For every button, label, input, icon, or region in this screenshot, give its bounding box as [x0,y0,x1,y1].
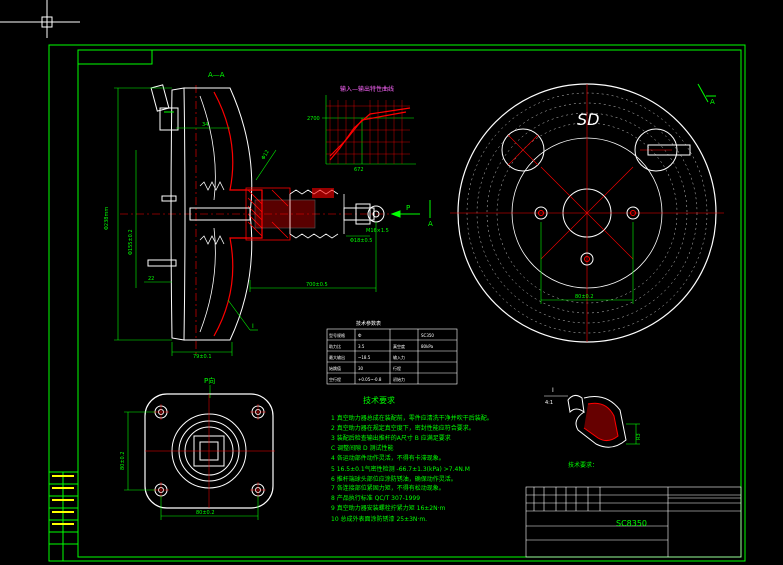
spec-cell: 输入力 [393,354,405,360]
note-tail: 技术要求： [568,461,598,469]
dim-side: 80±0.2 [120,451,126,470]
technical-notes: 技术要求 1 真空助力器总成在装配前，零件应清洗干净并吹干后装配。 2 真空助力… [331,395,493,523]
label-a: A [428,220,433,228]
note-item: 5 16.5±0.1气密性检测 -66.7±1.3(kPa) >7.4N.M [331,465,470,473]
spec-cell: 型号规格 [329,332,345,338]
side-strip-marks [52,475,74,525]
dim-34: 34 [202,122,208,128]
drawing-number: SC8350 [616,519,647,528]
detail-title: I [552,387,554,394]
note-item: 1 真空助力器总成在装配前，零件应清洗干净并吹干后装配。 [331,414,493,422]
dim-rad: R3 [636,433,642,440]
notes-title: 技术要求 [363,395,395,405]
spec-cell: ~18.5 [358,355,371,360]
sd-mark: SD [577,110,599,129]
title-block [525,486,742,558]
chart-title: 输入—输出特性曲线 [340,85,394,93]
view-arrow-a-top [697,83,716,103]
detail-seal-view: R3 [544,394,642,448]
chart-y-value: 2700 [307,116,320,122]
dim-thread: M16×1.5 [366,228,389,234]
spec-cell: 80kPa [421,344,434,349]
spec-cell: 3.5 [358,344,365,349]
dim-circle-80: 80±0.2 [575,294,594,300]
spec-cell: SC350 [421,333,434,338]
spec-table-title: 技术参数表 [356,320,381,327]
note-item: 2 真空助力器在规定真空度下，密封性能应符合要求。 [331,424,475,432]
view-arrow-p [390,200,431,218]
ucs-crosshair-icon [0,0,80,38]
note-item: 9 真空助力器安装螺栓拧紧力矩 16±2N·m [331,504,446,512]
note-item: 4 各运动部件动作灵活，不得有卡滞现象。 [331,454,445,462]
dim-700: 700±0.5 [306,282,328,288]
label-p: P [406,204,410,212]
detail-marker: I [252,323,254,330]
dim-155: Φ155±0.2 [128,229,134,255]
spec-cell: +0.05~-0.8 [358,377,382,382]
section-dimensions [114,87,377,356]
note-item: 8 产品执行标准 QC/T 307-1999 [331,494,420,502]
spec-cell: 助力比 [329,343,341,349]
spec-cell: 初始力 [393,376,405,382]
note-item: 10 总成外表面涂防锈漆 25±3N·m. [331,515,427,523]
section-title: A—A [208,71,225,79]
front-circular-view: 80±0.2 SD [450,83,724,343]
spec-table: 技术参数表 型号规格 Ф SC350 助力比 3.5 真空度 80kPa 最大输… [326,320,458,385]
note-item: 6 推杆端球头部位应涂防锈油，确保动作灵活。 [331,475,457,483]
spec-cell: 真空度 [393,343,405,349]
characteristic-chart: 输入—输出特性曲线 2700 672 [307,85,416,173]
label-a-top: A [710,98,715,106]
dim-overall-height: Φ238mm [104,207,110,230]
p-view: 80±0.2 80±0.2 [120,385,275,520]
note-item: 3 装配后检查输出推杆的A尺寸 B 应满足要求 [331,434,451,442]
top-view-title: P向 [204,376,215,385]
dim-22: 22 [148,276,154,282]
spec-cell: 空行程 [329,376,341,382]
detail-scale: 4:1 [545,400,553,406]
spec-cell: 始跳值 [329,365,341,371]
dim-bottom: 80±0.2 [196,510,215,516]
spec-cell: 最大输出 [329,354,345,360]
dim-seal: Φ12 [261,149,271,161]
spec-cell: Ф [358,333,362,338]
spec-cell: 行程 [393,365,401,371]
dim-790: 79±0.1 [193,354,212,360]
note-item: 7 各连接部位紧固力矩，不得有松动现象。 [331,484,445,492]
note-item: C 调整间隙 D 测试性能 [331,444,394,452]
booster-section-view [120,84,420,355]
spec-cell: 30 [358,366,364,371]
dim-pushrod: Φ18±0.5 [350,238,372,244]
chart-x-value: 672 [354,167,364,173]
drawing-frame [48,44,746,562]
